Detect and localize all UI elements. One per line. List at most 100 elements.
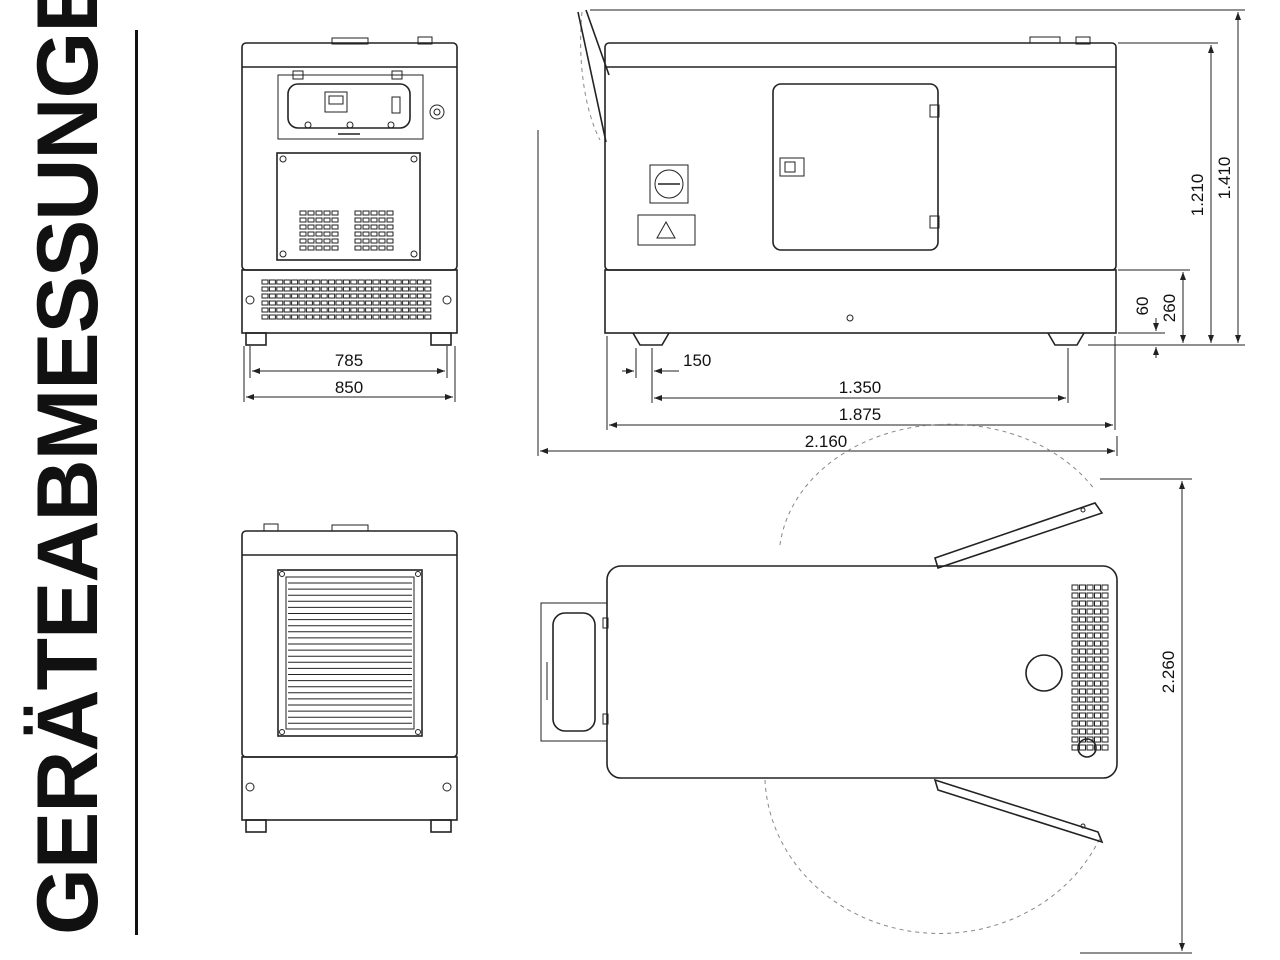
vent-slot (320, 279, 328, 285)
vent-slot (1094, 736, 1101, 743)
vent-slot (331, 231, 339, 237)
vent-slot (357, 300, 365, 306)
vent-slot (299, 231, 307, 237)
vent-slot (331, 210, 339, 216)
vent-slot (1071, 664, 1079, 671)
side-dimensions: 150 1.350 1.875 2.160 1.210 1.410 260 60 (537, 9, 1245, 456)
vent-slot (313, 293, 321, 299)
vent-slot (1071, 632, 1079, 639)
vent-slot (1086, 744, 1094, 751)
vent-slot (328, 307, 336, 313)
vent-slot (372, 293, 380, 299)
vent-slot (283, 307, 291, 313)
vent-slot (1071, 728, 1079, 735)
vent-slot (386, 224, 394, 230)
vent-slot (424, 286, 432, 292)
vent-slot (1079, 600, 1086, 607)
vent-slot (335, 293, 343, 299)
vent-slot (354, 231, 362, 237)
vent-slot (1101, 648, 1109, 655)
vent-slot (305, 279, 313, 285)
vent-slot (1086, 704, 1094, 711)
vent-slot (342, 279, 350, 285)
vent-slot (298, 314, 306, 320)
vent-slot (1101, 664, 1109, 671)
vent-slot (276, 279, 284, 285)
vent-slot (305, 286, 313, 292)
vent-slot (1086, 608, 1094, 615)
vent-slot (1094, 680, 1101, 687)
vent-slot (1079, 712, 1086, 719)
vent-slot (424, 314, 432, 320)
vent-slot (299, 245, 307, 251)
vent-slot (1094, 624, 1101, 631)
vent-slot (315, 224, 323, 230)
vent-slot (298, 300, 306, 306)
vent-slot (1101, 616, 1109, 623)
vent-slot (299, 224, 307, 230)
vent-slot (307, 210, 315, 216)
vent-slot (261, 293, 269, 299)
dim-body-height: 1.210 (1188, 174, 1207, 217)
vent-slot (1079, 672, 1086, 679)
front-dimensions: 785 850 (243, 346, 456, 402)
vent-slot (335, 314, 343, 320)
side-view (577, 9, 1117, 346)
vent-slot (378, 245, 386, 251)
vent-slot (328, 314, 336, 320)
vent-slot (313, 300, 321, 306)
vent-slot (307, 217, 315, 223)
vent-slot (1071, 720, 1079, 727)
vent-slot (372, 300, 380, 306)
vent-slot (1079, 728, 1086, 735)
vent-slot (1086, 656, 1094, 663)
vent-slot (1079, 720, 1086, 727)
vent-slot (362, 238, 370, 244)
vent-slot (362, 231, 370, 237)
vent-slot (362, 217, 370, 223)
vent-slot (1101, 728, 1109, 735)
vent-slot (1079, 656, 1086, 663)
vent-slot (1079, 608, 1086, 615)
vent-slot (298, 307, 306, 313)
vent-slot (261, 314, 269, 320)
vent-slot (416, 286, 424, 292)
vent-slot (416, 279, 424, 285)
vent-slot (1094, 712, 1101, 719)
dim-foot-height: 60 (1133, 297, 1152, 316)
vent-slot (1086, 600, 1094, 607)
vent-slot (1086, 712, 1094, 719)
vent-slot (1079, 640, 1086, 647)
vent-slot (1079, 688, 1086, 695)
vent-slot (1094, 664, 1101, 671)
vent-slot (1086, 680, 1094, 687)
vent-slot (328, 286, 336, 292)
vent-slot (402, 293, 410, 299)
vent-slot (1101, 736, 1109, 743)
vent-slot (1101, 720, 1109, 727)
vent-slot (379, 314, 387, 320)
vent-slot (342, 293, 350, 299)
vent-slot (315, 210, 323, 216)
vent-slot (1086, 728, 1094, 735)
vent-slot (372, 307, 380, 313)
vent-slot (1094, 592, 1101, 599)
vent-slot (342, 286, 350, 292)
vent-slot (1094, 704, 1101, 711)
vent-slot (1079, 592, 1086, 599)
vent-slot (387, 279, 395, 285)
vent-slot (305, 293, 313, 299)
vent-slot (370, 238, 378, 244)
vent-slot (320, 314, 328, 320)
dim-base-height: 260 (1160, 294, 1179, 322)
vent-slot (291, 279, 299, 285)
vent-slot (372, 286, 380, 292)
vent-slot (365, 279, 373, 285)
vent-slot (299, 210, 307, 216)
vent-slot (283, 314, 291, 320)
vent-slot (1071, 600, 1079, 607)
vent-slot (1079, 624, 1086, 631)
dim-foot-width: 150 (683, 351, 711, 370)
vent-slot (320, 286, 328, 292)
